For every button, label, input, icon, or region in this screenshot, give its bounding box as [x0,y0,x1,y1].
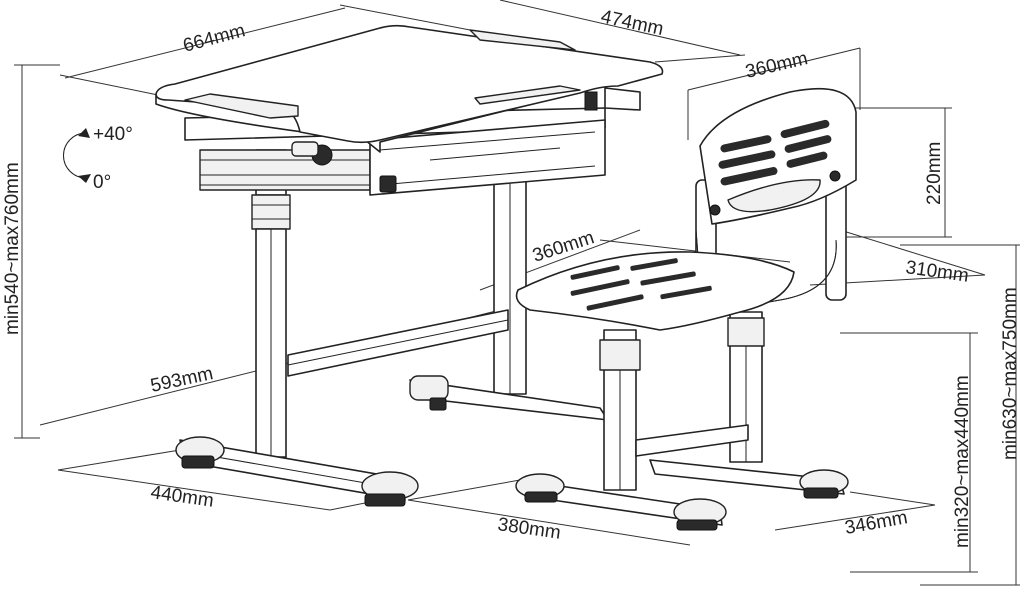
desk-width-label: 664mm [181,20,248,57]
seat-depth-label: 310mm [904,257,970,287]
chair-back-width-label: 360mm [743,48,809,83]
chair-base-label: 380mm [496,514,562,544]
chair-base-depth-label: 346mm [843,507,909,539]
tilt-min-label: 0° [93,172,111,193]
seat-width-label: 360mm [530,227,597,267]
tilt-max-label: +40° [93,124,133,145]
desk-illustration [155,24,664,507]
chair-back-height-label: 220mm [924,142,945,205]
chair-total-height-label: min630~max750mm [1000,287,1021,460]
desk-base-label: 440mm [149,482,215,512]
desk-leg-span-label: 593mm [149,363,215,397]
seat-height-label: min320~max440mm [952,375,973,548]
dimension-lines [14,0,1020,586]
tilt-indicator: +40° 0° [63,124,133,193]
desk-depth-label: 474mm [599,6,665,40]
desk-height-label: min540~max760mm [2,162,23,335]
chair-illustration [515,87,857,531]
